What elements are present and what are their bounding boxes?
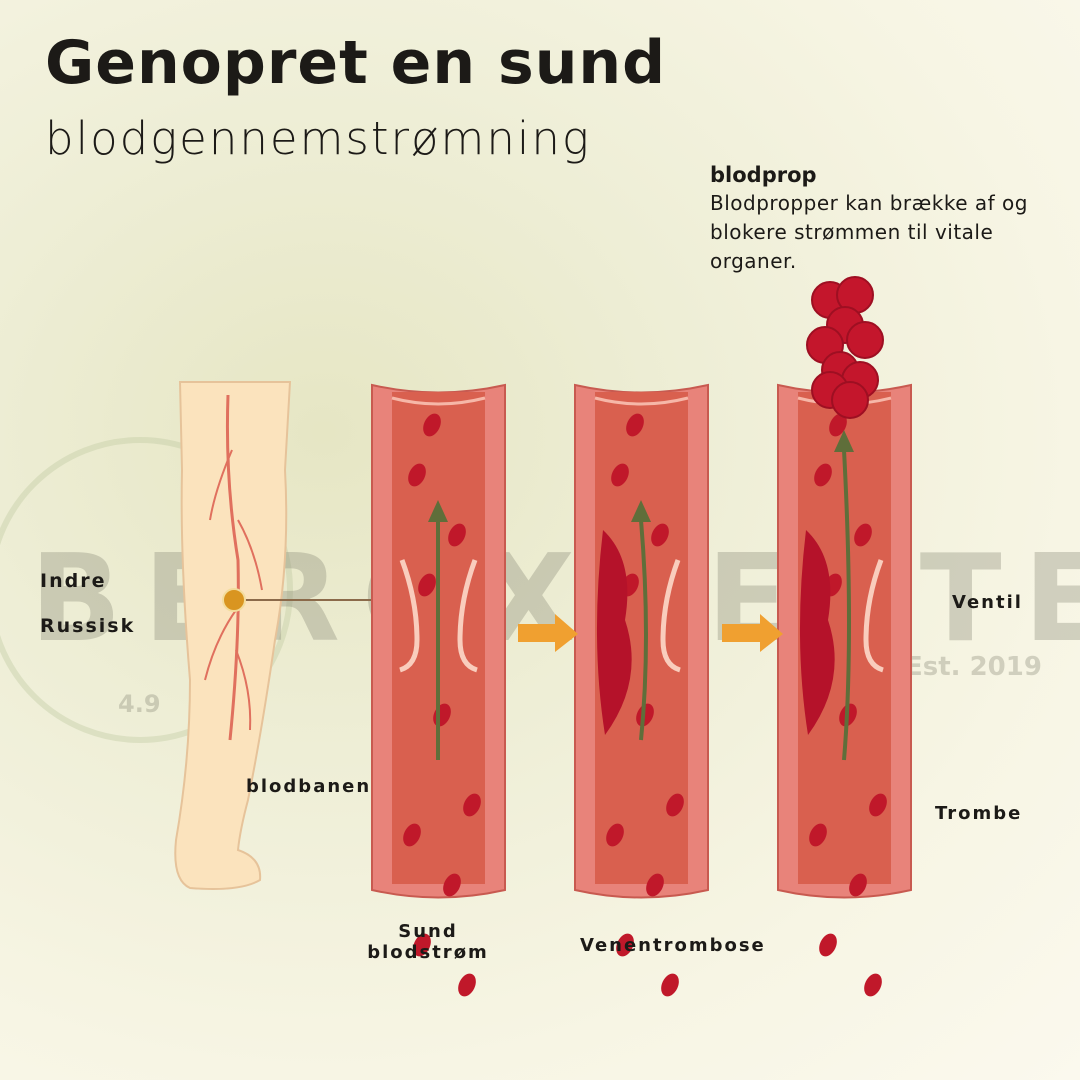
thrombus	[799, 530, 835, 735]
blood-cell	[458, 973, 476, 997]
label-healthy-2: blodstrøm	[367, 942, 489, 963]
blood-cell	[814, 463, 832, 487]
label-bloodstream: blodbanen	[246, 776, 372, 797]
valve-flap	[660, 559, 681, 673]
blood-cell	[423, 413, 441, 437]
flow-arrow	[639, 519, 648, 741]
label-healthy-flow: Sund blodstrøm	[366, 921, 490, 963]
label-thrombus: Trombe	[935, 803, 1023, 824]
blood-cell	[413, 933, 431, 957]
blood-cell	[418, 573, 436, 597]
blood-cell	[606, 823, 624, 847]
clot-heading: blodprop	[710, 163, 817, 187]
blood-cell	[864, 973, 882, 997]
blood-cell	[448, 523, 466, 547]
leg-illustration	[174, 381, 385, 890]
clot-description: Blodpropper kan brække af og blokere str…	[710, 191, 1028, 273]
thrombus	[596, 530, 632, 735]
blood-cell	[809, 823, 827, 847]
pointer-dot	[222, 588, 246, 612]
blood-cell	[829, 413, 847, 437]
step-arrow-1	[518, 614, 578, 652]
vessel-1	[371, 383, 506, 997]
blood-cell	[611, 463, 629, 487]
blood-cell	[403, 823, 421, 847]
watermark-rating: 4.9	[118, 690, 161, 718]
flow-arrowhead	[834, 430, 854, 452]
page-subtitle: blodgennemstrømning	[45, 112, 591, 165]
label-inner-1: Indre	[40, 570, 107, 592]
blood-cell	[408, 463, 426, 487]
blood-cell	[646, 873, 664, 897]
label-valve: Ventil	[952, 592, 1023, 613]
clot-cell	[831, 381, 869, 419]
vessel-3	[777, 383, 912, 997]
step-arrow-2	[722, 614, 783, 652]
valve-flap	[399, 559, 420, 673]
flow-arrow	[842, 449, 851, 761]
valve-flap	[863, 559, 884, 673]
label-vein-thrombosis: Venentrombose	[580, 935, 766, 956]
valve-flap	[457, 559, 478, 673]
blood-cell	[616, 933, 634, 957]
escaping-clot	[806, 276, 884, 419]
blood-cell	[819, 933, 837, 957]
watermark-est: Est. 2019	[905, 652, 1042, 682]
flow-arrowhead	[428, 500, 448, 522]
blood-cell	[651, 523, 669, 547]
blood-cell	[661, 973, 679, 997]
watermark-seal	[0, 437, 293, 743]
blood-cell	[849, 873, 867, 897]
watermark: BERGXPERTEN Est. 2019 4.9	[0, 437, 1080, 743]
blood-cell	[626, 413, 644, 437]
label-healthy-1: Sund	[398, 921, 458, 942]
clot-cell	[846, 321, 884, 359]
flow-arrowhead	[631, 500, 651, 522]
vessel-2	[574, 383, 709, 997]
blood-cell	[666, 793, 684, 817]
label-inner-2: Russisk	[40, 615, 136, 637]
blood-cell	[463, 793, 481, 817]
page-title: Genopret en sund	[45, 28, 667, 98]
blood-cell	[443, 873, 461, 897]
blood-cell	[854, 523, 872, 547]
blood-cell	[869, 793, 887, 817]
